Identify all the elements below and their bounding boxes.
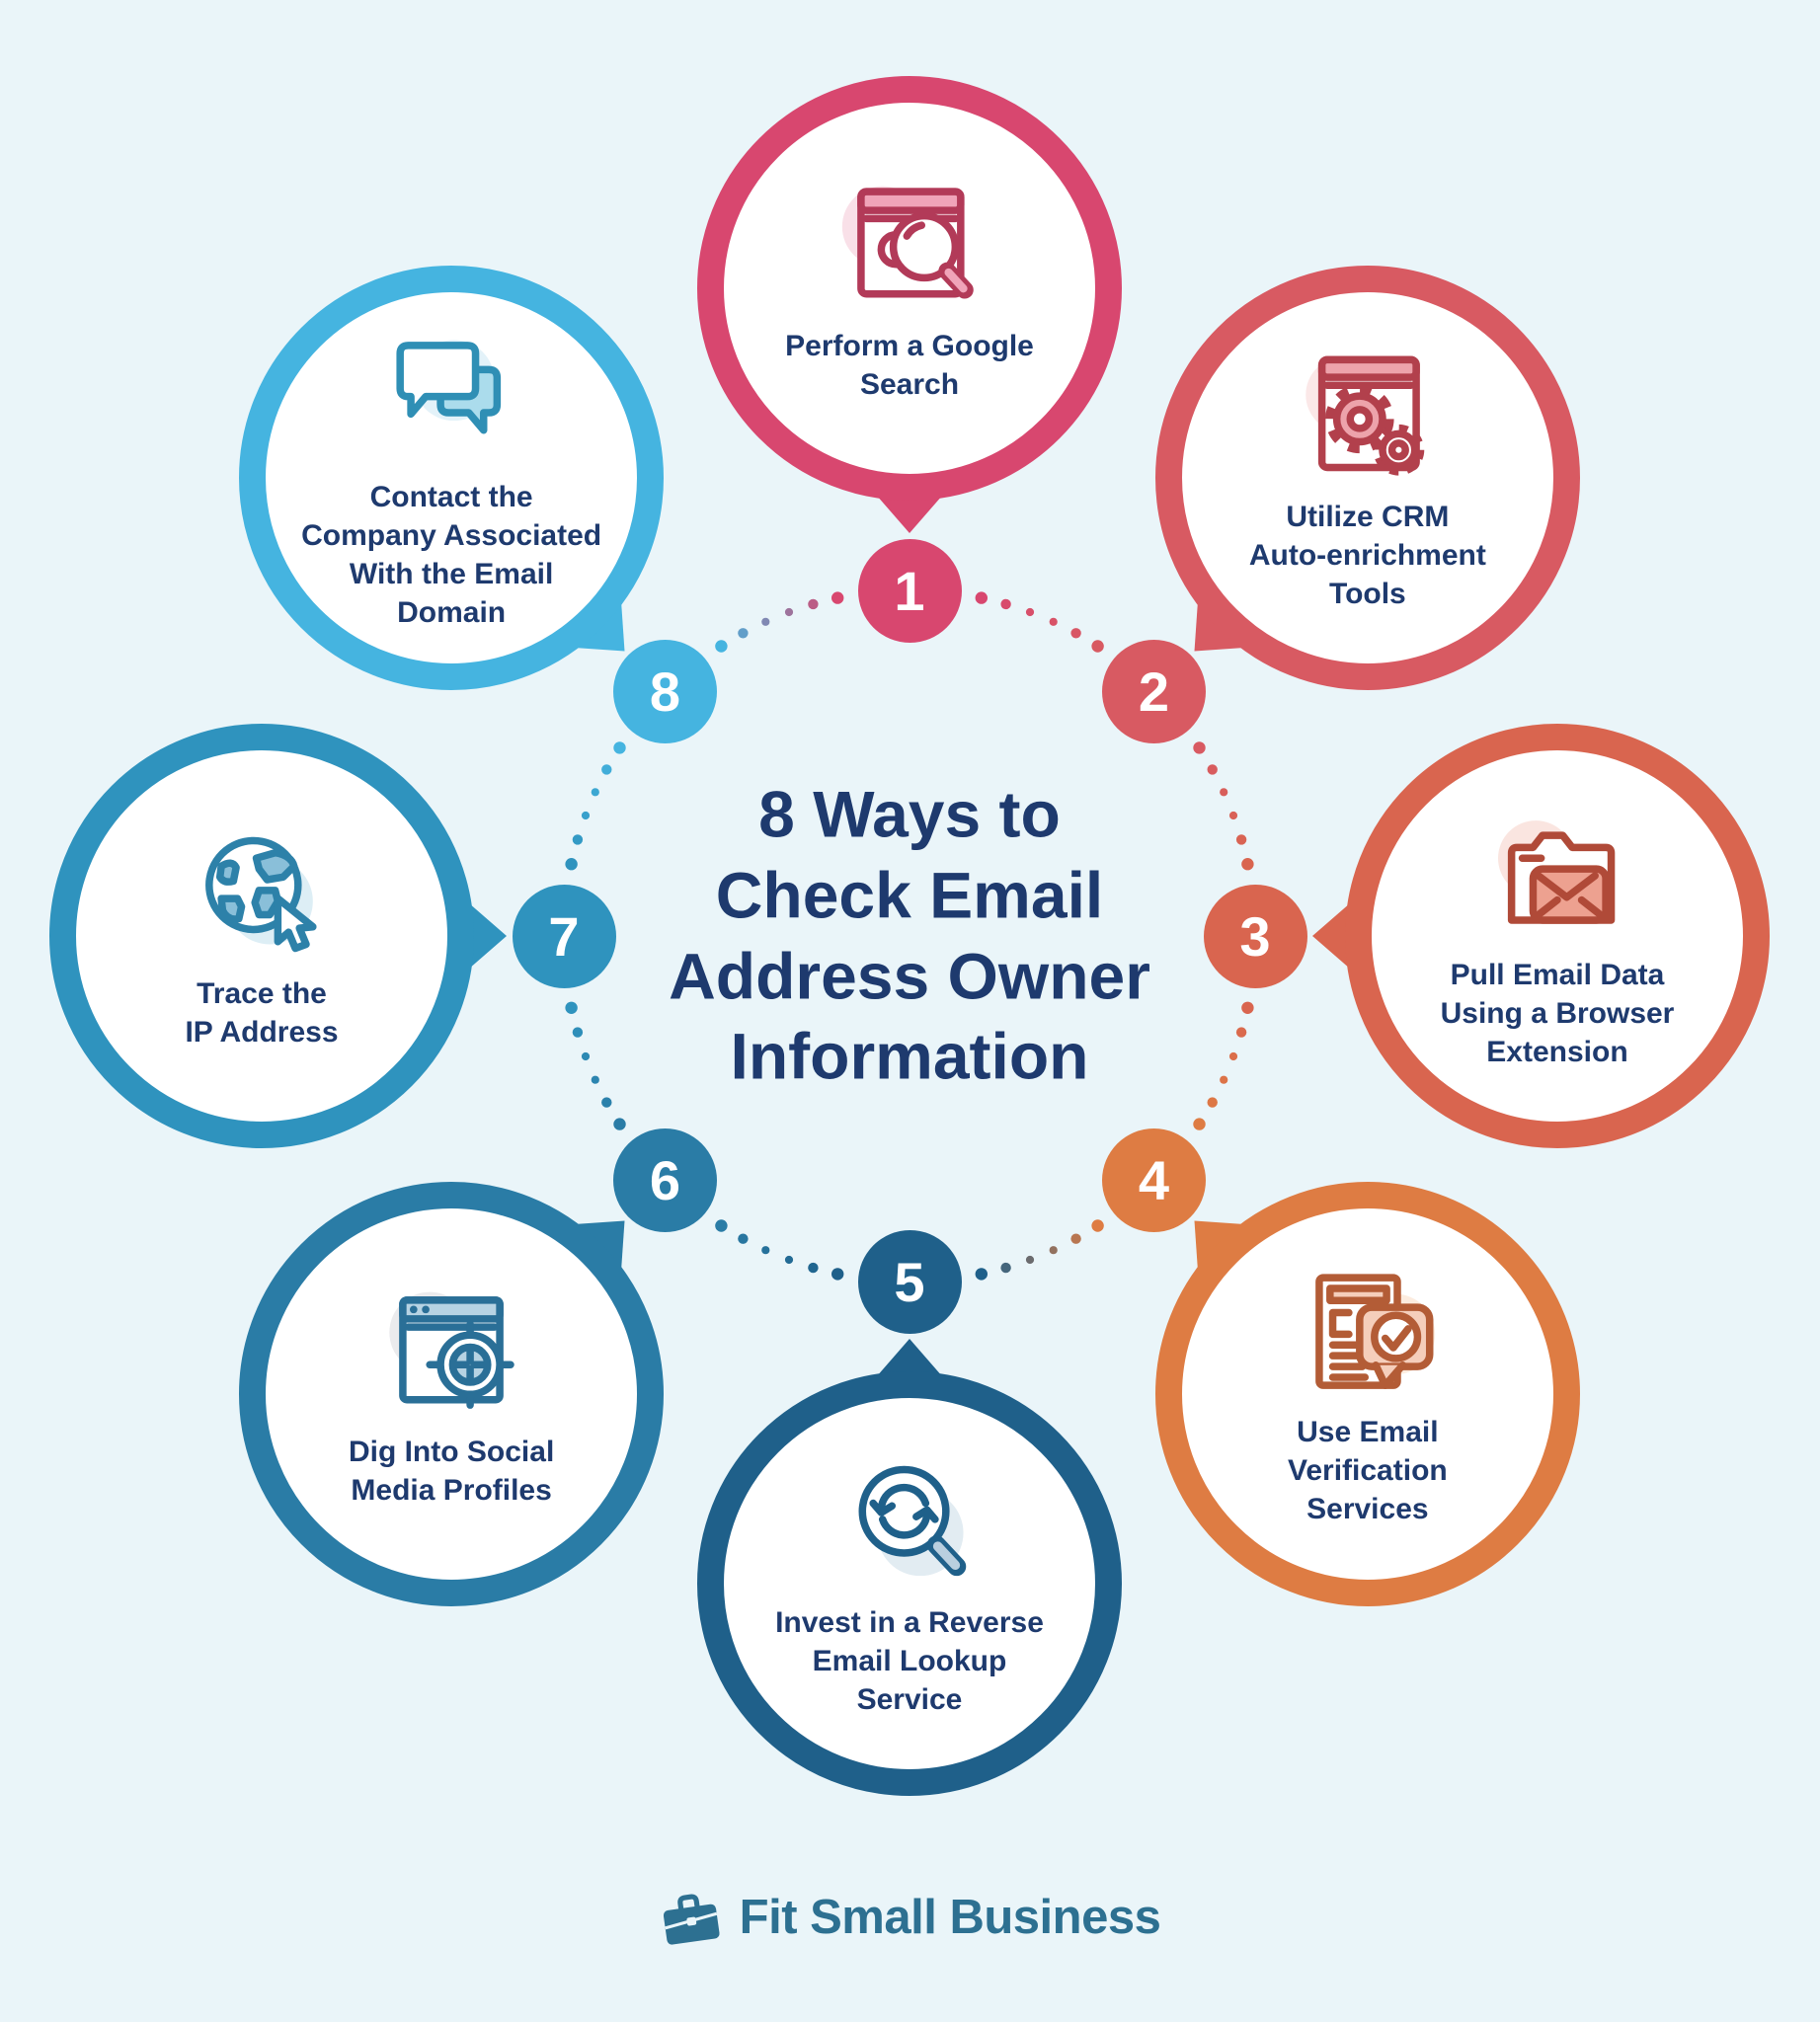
bubble-email-verification: Use Email Verification Services	[1154, 1181, 1580, 1606]
globe-cursor-icon	[175, 820, 349, 969]
bubble-label: Utilize CRM Auto-enrichment Tools	[1248, 500, 1486, 610]
step-badge-7: 7	[512, 884, 616, 988]
step-badge-5: 5	[857, 1229, 962, 1334]
brand-name: Fit Small Business	[739, 1891, 1161, 1944]
bubble-reverse-email-lookup: Invest in a Reverse Email Lookup Service	[697, 1371, 1122, 1796]
browser-search-icon	[823, 173, 996, 321]
brand-logo: Fit Small Business	[659, 1888, 1161, 1947]
bubble-label: Invest in a Reverse Email Lookup Service	[775, 1605, 1044, 1716]
title-line: 8 Ways to	[758, 777, 1061, 851]
step-badge-1: 1	[857, 538, 962, 643]
briefcase-icon	[659, 1888, 724, 1947]
bubble-trace-ip-address: Trace the IP Address	[49, 724, 474, 1148]
browser-target-icon	[364, 1279, 538, 1427]
document-check-icon	[1281, 1259, 1455, 1407]
step-badge-2: 2	[1101, 640, 1206, 743]
bubble-crm-auto-enrichment: Utilize CRM Auto-enrichment Tools	[1154, 266, 1580, 691]
bubble-browser-extension-email-data: Pull Email Data Using a Browser Extensio…	[1345, 724, 1770, 1148]
bubble-label: Contact the Company Associated With the …	[301, 481, 602, 630]
bubble-social-media-profiles: Dig Into Social Media Profiles	[239, 1181, 665, 1606]
bubble-label: Dig Into Social Media Profiles	[348, 1435, 555, 1507]
title-line: Information	[730, 1019, 1089, 1093]
step-badge-6: 6	[613, 1128, 717, 1232]
browser-gears-icon	[1281, 344, 1455, 492]
bubble-label: Perform a Google Search	[785, 330, 1034, 401]
bubble-label: Use Email Verification Services	[1288, 1416, 1448, 1526]
bubble-label: Pull Email Data Using a Browser Extensio…	[1440, 958, 1675, 1068]
bubble-contact-company-email-domain: Contact the Company Associated With the …	[239, 266, 665, 691]
step-badge-4: 4	[1101, 1128, 1206, 1232]
title-line: Address Owner	[669, 939, 1150, 1012]
chat-bubbles-icon	[364, 324, 538, 472]
bubble-perform-google-search: Perform a Google Search	[697, 76, 1122, 501]
reverse-email-lookup-icon	[823, 1449, 996, 1597]
step-badge-3: 3	[1203, 884, 1307, 988]
title-line: Check Email	[715, 858, 1104, 932]
folder-email-icon	[1470, 802, 1644, 950]
step-badge-8: 8	[613, 640, 717, 743]
infographic-title: 8 Ways to Check Email Address Owner Info…	[669, 774, 1150, 1097]
bubble-label: Trace the IP Address	[185, 977, 339, 1049]
